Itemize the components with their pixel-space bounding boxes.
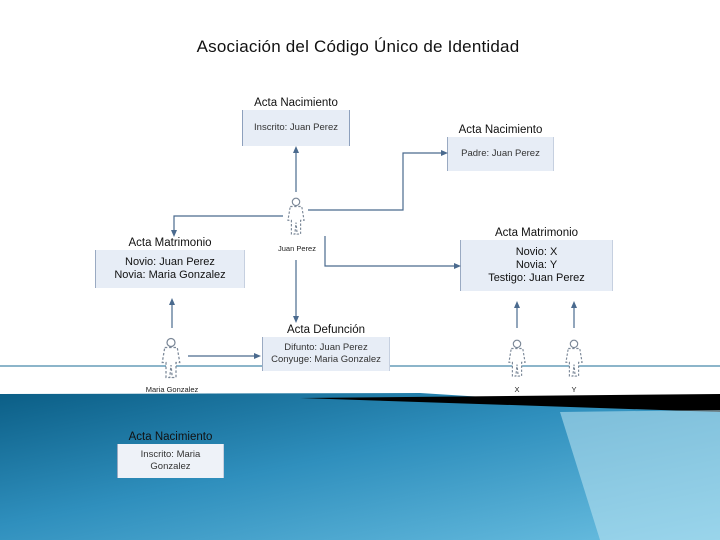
acta-nacimiento-maria: Acta Nacimiento Inscrito: Maria Gonzalez [117,430,224,478]
box-line: Novia: Maria Gonzalez [114,269,226,281]
box-line: Conyuge: Maria Gonzalez [271,354,381,365]
box-line: Padre: Juan Perez [461,148,540,159]
person-juan-icon [287,197,305,235]
acta-matrimonio-xy: Acta Matrimonio Novio: X Novia: Y Testig… [460,226,613,291]
box-line: Testigo: Juan Perez [488,272,585,284]
arrow-juan-to-matrimonio [171,215,283,237]
box-body: Difunto: Juan Perez Conyuge: Maria Gonza… [262,337,390,371]
acta-nacimiento-juan: Acta Nacimiento Inscrito: Juan Perez [242,96,350,146]
box-line: Inscrito: Juan Perez [254,122,338,133]
arrow-juan-to-testigo [324,236,461,269]
acta-defuncion: Acta Defunción Difunto: Juan Perez Conyu… [262,323,390,371]
band-highlight [560,410,720,540]
person-maria-icon [161,337,181,379]
arrow-juan-to-padre [308,150,448,211]
box-header: Acta Matrimonio [494,227,579,239]
box-header: Acta Nacimiento [254,97,338,109]
box-header: Acta Nacimiento [458,124,543,136]
box-line: Novio: X [515,246,558,258]
acta-nacimiento-padre: Acta Nacimiento Padre: Juan Perez [447,123,554,171]
person-label-juan: Juan Perez [278,244,316,253]
box-line: Novia: Y [515,259,558,271]
box-body: Novio: X Novia: Y Testigo: Juan Perez [460,240,613,291]
person-label-y: Y [571,385,577,394]
box-body: Padre: Juan Perez [447,137,554,171]
acta-matrimonio-juan: Acta Matrimonio Novio: Juan Perez Novia:… [95,236,245,288]
person-y-icon [565,339,583,377]
box-line: Difunto: Juan Perez [284,342,368,353]
box-header: Acta Matrimonio [128,237,212,249]
person-label-maria: Maria Gonzalez [145,385,199,394]
box-body: Novio: Juan Perez Novia: Maria Gonzalez [95,250,245,288]
box-header: Acta Defunción [287,324,365,336]
box-line: Gonzalez [150,461,191,472]
box-line: Inscrito: Maria [140,449,201,460]
box-body: Inscrito: Juan Perez [242,110,350,146]
page-title: Asociación del Código Único de Identidad [196,37,520,56]
box-header: Acta Nacimiento [128,431,213,443]
person-label-x: X [514,385,520,394]
band-blue [0,393,720,540]
box-body: Inscrito: Maria Gonzalez [117,444,224,478]
band-black [300,394,720,412]
person-x-icon [508,339,526,377]
box-line: Novio: Juan Perez [125,256,215,268]
